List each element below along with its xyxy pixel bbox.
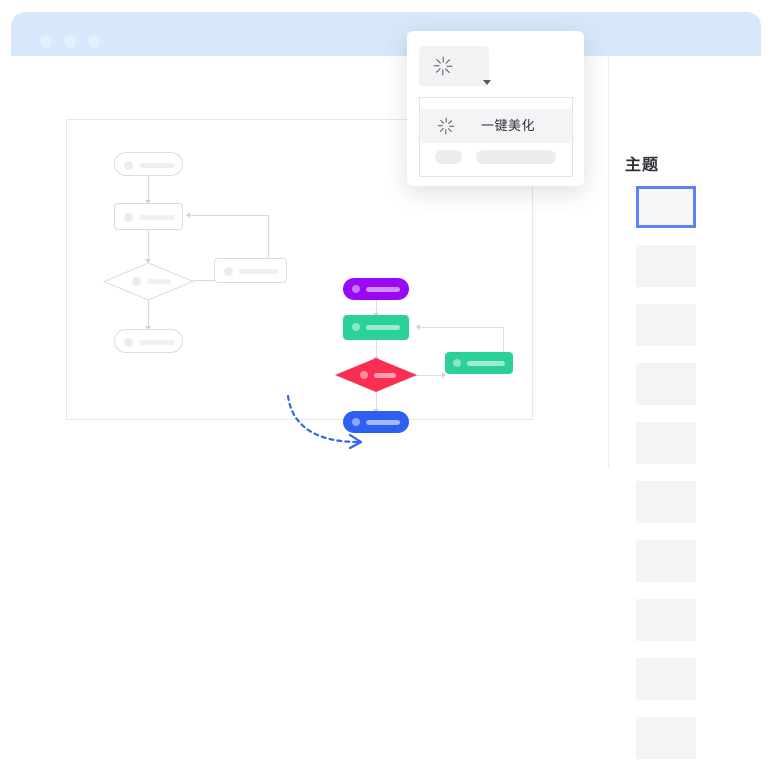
connector-loop-back: [419, 327, 504, 328]
flow-node-loop-styled[interactable]: [445, 352, 513, 374]
theme-swatch-theme-1[interactable]: [636, 186, 696, 228]
connector-loop-up: [503, 327, 504, 367]
beautify-button[interactable]: [419, 46, 491, 86]
connector-process-to-decision: [376, 340, 377, 359]
flow-node-process[interactable]: [114, 203, 183, 230]
node-bullet-icon: [352, 418, 360, 426]
arrowhead-icon: [145, 200, 151, 204]
theme-swatch-theme-9[interactable]: [636, 658, 696, 700]
theme-swatch-theme-8[interactable]: [636, 599, 696, 641]
node-text-placeholder: [374, 373, 396, 378]
connector-start-to-process: [376, 300, 377, 315]
node-text-placeholder: [467, 361, 505, 366]
theme-swatch-theme-5[interactable]: [636, 422, 696, 464]
flow-node-process-styled[interactable]: [343, 315, 409, 340]
window-dot-minimize-icon[interactable]: [64, 36, 76, 48]
flow-node-loop[interactable]: [214, 258, 287, 283]
flow-node-end[interactable]: [114, 329, 183, 353]
arrowhead-icon: [442, 372, 446, 378]
arrowhead-icon: [416, 324, 420, 330]
connector-loop-up: [268, 215, 269, 263]
node-bullet-icon: [453, 359, 461, 367]
theme-grid: [636, 186, 768, 776]
connector-decision-to-end: [376, 391, 377, 411]
menu-item-placeholder[interactable]: [420, 146, 572, 170]
theme-swatch-theme-3[interactable]: [636, 304, 696, 346]
theme-swatch-theme-4[interactable]: [636, 363, 696, 405]
arrowhead-icon: [145, 259, 151, 263]
node-bullet-icon: [124, 213, 133, 222]
beautify-toolbar-popover: 一键美化: [407, 31, 584, 186]
flow-node-decision[interactable]: [103, 262, 194, 301]
node-text-placeholder: [366, 287, 400, 292]
sidebar-divider: [608, 56, 609, 468]
workspace: 主题: [11, 56, 761, 759]
node-text-placeholder: [239, 269, 279, 274]
node-bullet-icon: [352, 285, 360, 293]
flow-node-decision-styled[interactable]: [335, 358, 417, 392]
theme-swatch-theme-10[interactable]: [636, 717, 696, 759]
node-bullet-icon: [124, 338, 133, 347]
node-text-placeholder: [366, 420, 400, 425]
flow-node-start[interactable]: [114, 152, 183, 176]
placeholder-pill-large: [476, 150, 556, 164]
flow-node-start-styled[interactable]: [343, 278, 409, 300]
menu-item-one-click-beautify[interactable]: 一键美化: [420, 109, 572, 143]
sparkle-burst-icon: [437, 117, 455, 135]
node-text-placeholder: [147, 279, 171, 284]
sparkle-burst-icon: [433, 56, 453, 76]
window-dot-maximize-icon[interactable]: [88, 36, 100, 48]
app-window: 主题 一键美化: [11, 12, 761, 759]
flow-node-end-styled[interactable]: [343, 411, 409, 433]
connector-decision-to-loop: [415, 375, 444, 376]
theme-swatch-theme-2[interactable]: [636, 245, 696, 287]
node-text-placeholder: [139, 340, 175, 345]
node-bullet-icon: [224, 267, 233, 276]
connector-process-to-decision: [148, 230, 149, 262]
node-bullet-icon: [132, 277, 141, 286]
arrowhead-icon: [145, 326, 151, 330]
menu-item-label: 一键美化: [481, 118, 536, 133]
node-text-placeholder: [139, 215, 175, 220]
theme-panel-title: 主题: [625, 157, 660, 174]
theme-swatch-theme-6[interactable]: [636, 481, 696, 523]
connector-decision-to-end: [148, 300, 149, 329]
theme-swatch-theme-7[interactable]: [636, 540, 696, 582]
window-titlebar: [11, 12, 761, 56]
placeholder-pill-small: [435, 150, 462, 164]
node-bullet-icon: [360, 371, 368, 379]
connector-loop-back: [189, 215, 269, 216]
dashed-transform-arrow: [286, 394, 363, 450]
node-text-placeholder: [366, 325, 400, 330]
beautify-dropdown-menu[interactable]: 一键美化: [419, 97, 573, 177]
node-text-placeholder: [139, 163, 175, 168]
connector-decision-to-loop: [193, 280, 231, 281]
connector-start-to-process: [148, 176, 149, 203]
chevron-down-icon[interactable]: [483, 80, 491, 85]
window-dot-close-icon[interactable]: [40, 36, 52, 48]
node-bullet-icon: [124, 161, 133, 170]
arrowhead-icon: [186, 212, 190, 218]
node-bullet-icon: [352, 323, 360, 331]
